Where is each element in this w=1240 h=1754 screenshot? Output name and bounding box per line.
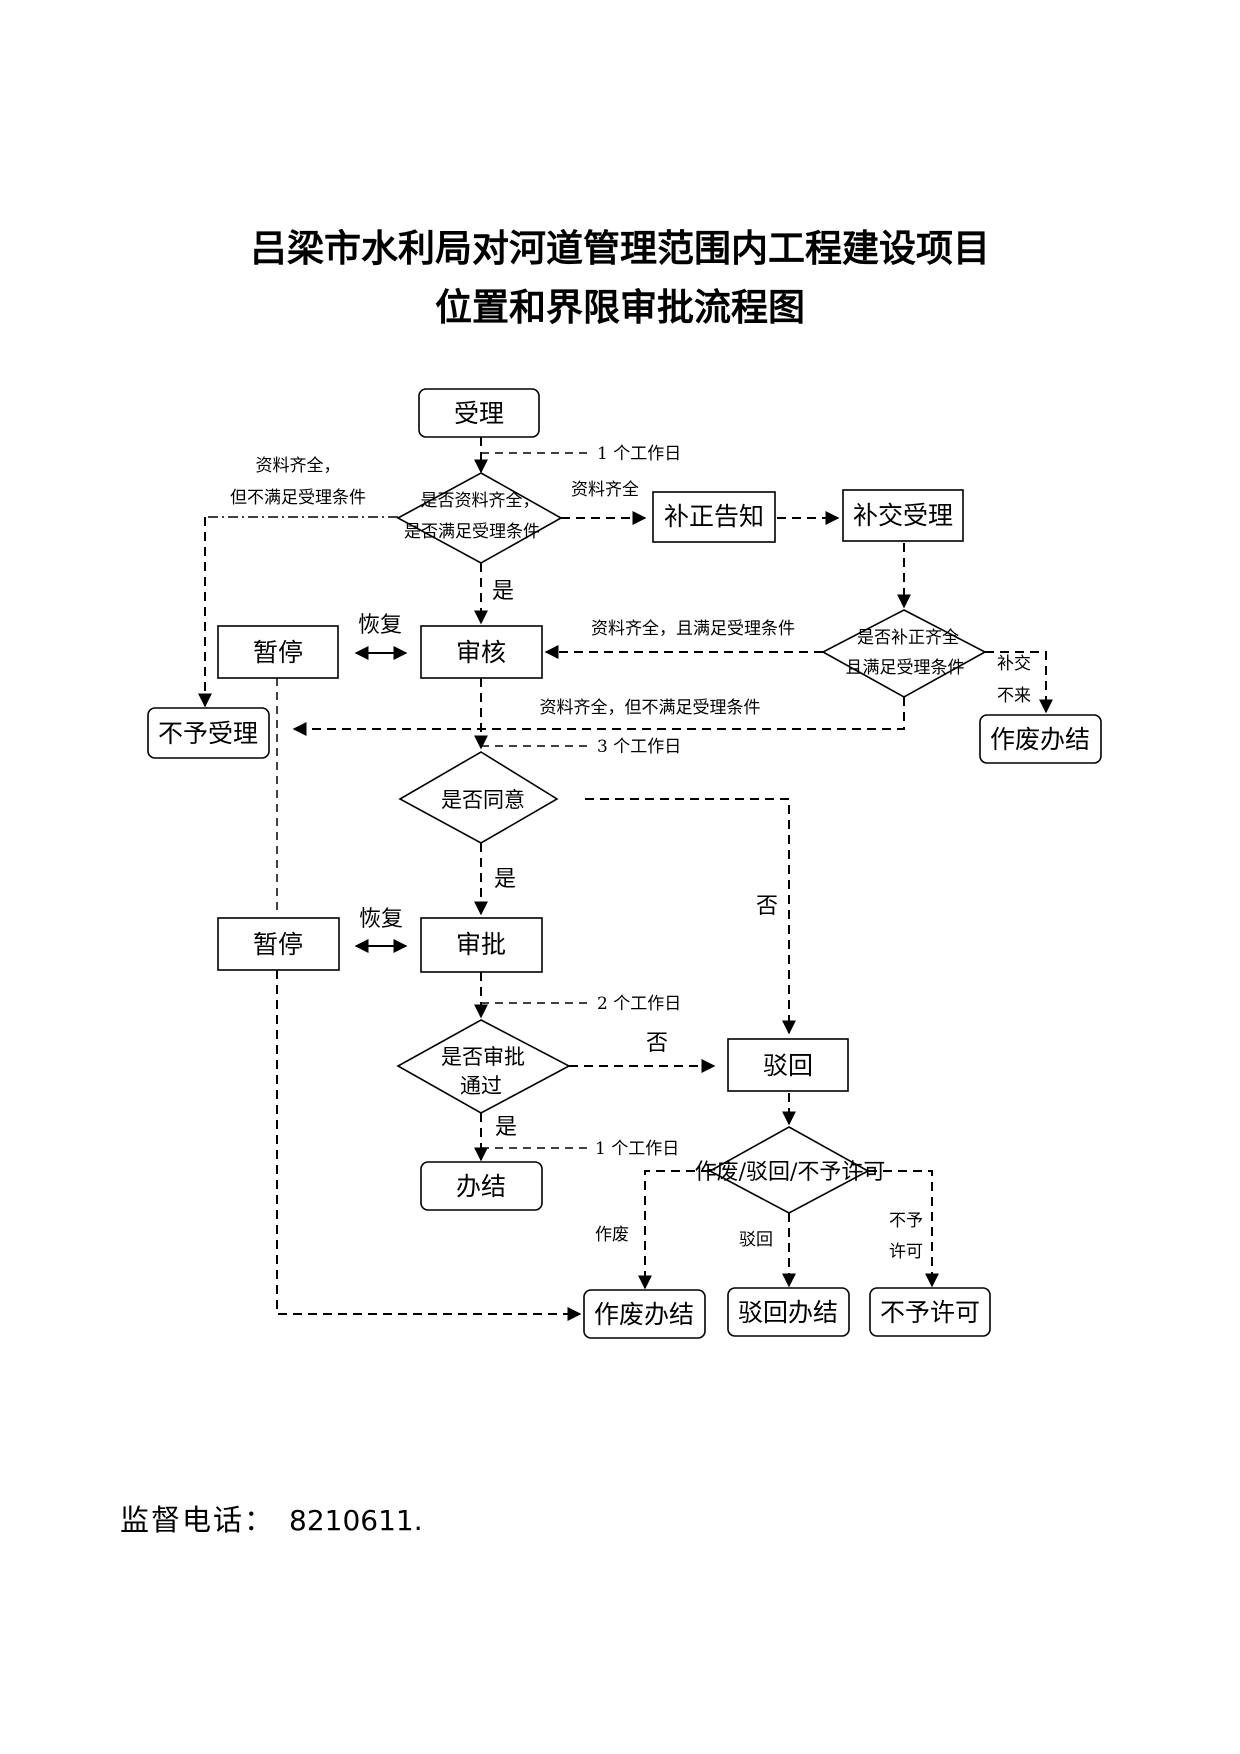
node-resubmit-label: 补交受理	[853, 501, 953, 530]
hotline-label: 监督电话：	[120, 1503, 276, 1537]
label-no2: 否	[646, 1031, 668, 1056]
node-return-done-label: 驳回办结	[738, 1298, 838, 1327]
node-notice-label: 补正告知	[664, 502, 764, 531]
node-no-permit-label: 不予许可	[880, 1298, 980, 1327]
label-day3: 3 个工作日	[597, 737, 681, 757]
node-void-done	[583, 1289, 706, 1339]
label-day1-top: 1 个工作日	[597, 444, 681, 464]
node-void-done-label: 作废办结	[594, 1300, 694, 1329]
node-accept	[418, 388, 540, 438]
label-complete: 资料齐全	[571, 480, 639, 500]
node-check2-line1: 是否补正齐全	[857, 628, 959, 648]
node-void-done-right-label: 作废办结	[990, 725, 1090, 754]
label-complete-and-meet: 资料齐全，且满足受理条件	[591, 619, 795, 639]
label-not-submitted-line1: 补交	[997, 654, 1031, 674]
node-pause2-label: 暂停	[253, 930, 303, 959]
node-check1	[396, 472, 563, 564]
node-check2-line2: 且满足受理条件	[846, 658, 965, 678]
label-yes3: 是	[495, 1115, 517, 1140]
node-resubmit	[842, 489, 964, 542]
page-title-line-1: 吕梁市水利局对河道管理范围内工程建设项目	[250, 227, 990, 270]
node-return-done	[727, 1287, 850, 1337]
node-reject-accept-label: 不予受理	[158, 719, 258, 748]
node-pause2	[217, 917, 340, 971]
node-pause1-label: 暂停	[253, 638, 303, 667]
edge-outcome-to-void	[638, 1170, 710, 1290]
label-return: 驳回	[739, 1230, 773, 1250]
node-review	[420, 625, 543, 679]
node-pass-line2: 通过	[460, 1074, 502, 1098]
label-yes2: 是	[494, 867, 516, 892]
node-review-label: 审核	[456, 638, 506, 667]
node-done-label: 办结	[456, 1172, 506, 1201]
node-agree-label: 是否同意	[441, 788, 525, 812]
label-day1-bottom: 1 个工作日	[595, 1139, 679, 1159]
label-no-permit-line1: 不予	[889, 1211, 923, 1231]
label-resume2: 恢复	[359, 907, 403, 932]
node-no-permit	[869, 1287, 991, 1337]
node-check1-line2: 是否满足受理条件	[404, 522, 540, 542]
label-resume1: 恢复	[358, 613, 402, 638]
label-no1: 否	[756, 894, 778, 919]
node-approve	[420, 917, 543, 973]
node-returned-label: 驳回	[763, 1051, 813, 1080]
node-pass-line1: 是否审批	[441, 1045, 525, 1069]
label-complete-not-meet-line2: 但不满足受理条件	[230, 488, 366, 508]
edge-check2-to-void	[985, 651, 1053, 714]
label-complete-but-not-meet: 资料齐全，但不满足受理条件	[540, 698, 761, 718]
label-day2: 2 个工作日	[597, 994, 681, 1014]
label-complete-not-meet-line1: 资料齐全，	[256, 456, 341, 476]
hotline-number: 8210611.	[289, 1504, 423, 1537]
node-approve-label: 审批	[456, 930, 506, 959]
node-void-done-right	[979, 714, 1102, 764]
node-notice	[652, 491, 776, 543]
edge-agree-to-returned	[585, 798, 796, 1035]
supervision-hotline: 监督电话： 8210611.	[120, 1497, 423, 1539]
node-returned	[727, 1038, 849, 1092]
label-void: 作废	[595, 1225, 629, 1245]
label-yes1: 是	[492, 579, 514, 604]
node-pause1	[217, 625, 339, 679]
edge-check2-to-reject	[292, 697, 905, 736]
label-no-permit-line2: 许可	[889, 1242, 923, 1262]
edge-outcome-to-no-permit	[868, 1170, 939, 1288]
node-reject-accept	[147, 707, 270, 759]
node-outcome	[708, 1126, 870, 1214]
edge-pause2-to-void-done	[276, 970, 582, 1321]
node-agree	[398, 751, 559, 844]
node-check2	[821, 609, 987, 698]
node-accept-label: 受理	[454, 399, 504, 428]
node-outcome-label: 作废/驳回/不予许可	[695, 1160, 886, 1185]
page-title-line-2: 位置和界限审批流程图	[435, 286, 805, 329]
node-pass	[396, 1019, 571, 1114]
node-check1-line1: 是否资料齐全，	[421, 491, 540, 511]
node-done	[420, 1161, 543, 1211]
label-not-submitted-line2: 不来	[997, 686, 1031, 706]
